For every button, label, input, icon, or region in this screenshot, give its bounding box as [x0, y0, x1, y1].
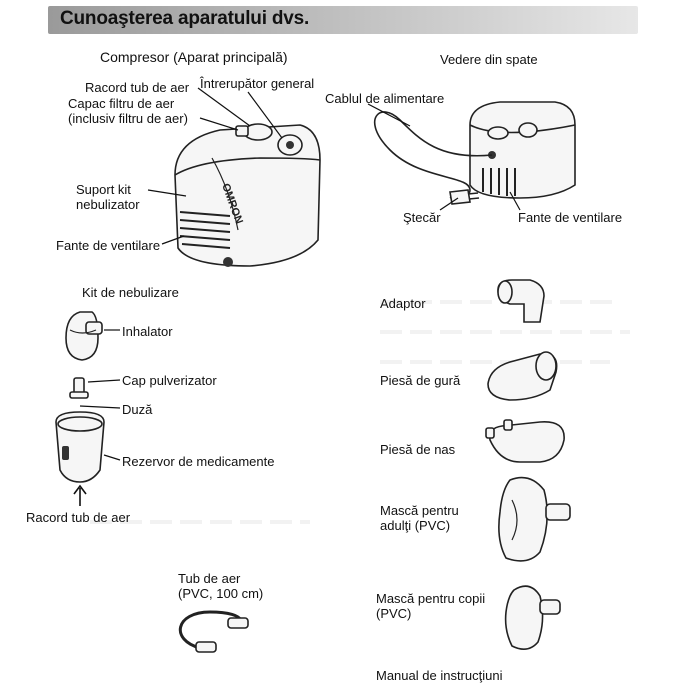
kit-air-tube-connector-label: Racord tub de aer	[26, 510, 131, 525]
leader-line	[509, 191, 521, 211]
nebulizer-kit-holder-label: Suport kit nebulizator	[76, 182, 140, 212]
bleed-through-text	[380, 300, 620, 304]
plug-label: Ştecăr	[403, 210, 441, 225]
compressor-unit-illustration	[174, 123, 321, 267]
rear-air-vents-label: Fante de ventilare	[518, 210, 623, 225]
nose-piece-label: Piesă de nas	[380, 442, 456, 457]
compressor-vent-grille	[179, 211, 231, 249]
title-bar: Cunoaşterea aparatului dvs.	[48, 6, 638, 34]
nozzle-label: Duză	[122, 402, 153, 417]
mouthpiece-label: Piesă de gură	[380, 373, 461, 388]
child-mask-illustration	[504, 585, 561, 650]
leader-line	[197, 87, 251, 127]
air-filter-cover-label: Capac filtru de aer (inclusiv filtru de …	[68, 96, 188, 126]
leader-line	[199, 117, 239, 131]
inhaler-label: Inhalator	[122, 324, 173, 339]
air-tube-label: Tub de aer (PVC, 100 cm)	[178, 571, 264, 601]
adult-mask-illustration	[498, 476, 571, 562]
rear-view-compressor-illustration	[469, 101, 576, 199]
bleed-through-text	[380, 360, 610, 364]
main-switch-label: Întrerupător general	[200, 76, 315, 91]
nebulizer-kit-heading: Kit de nebulizare	[82, 285, 179, 300]
leader-line	[367, 103, 411, 127]
leader-line	[103, 454, 121, 461]
leader-line	[161, 235, 185, 245]
spray-head-illustration	[69, 377, 89, 399]
leader-line	[147, 189, 187, 197]
rear-vent-grille	[482, 168, 516, 196]
arrow-up-icon	[73, 484, 87, 506]
medication-tank-label: Rezervor de medicamente	[122, 454, 275, 469]
leader-line	[87, 379, 121, 383]
spray-head-label: Cap pulverizator	[122, 373, 217, 388]
leader-line	[247, 91, 283, 139]
leader-line	[439, 197, 459, 211]
power-cable-label: Cablul de alimentare	[325, 91, 445, 106]
leader-line	[79, 405, 121, 409]
bleed-through-text	[90, 520, 310, 524]
child-mask-label: Mască pentru copii (PVC)	[376, 591, 486, 621]
inhaler-illustration	[65, 311, 103, 361]
mouthpiece-illustration	[487, 351, 558, 401]
bleed-through-text	[380, 330, 630, 334]
compressor-heading: Compresor (Aparat principală)	[100, 49, 288, 65]
medication-tank-illustration	[55, 411, 105, 483]
rear-view-heading: Vedere din spate	[440, 52, 538, 67]
page-title: Cunoaşterea aparatului dvs.	[60, 8, 310, 29]
air-tube-illustration	[178, 610, 249, 653]
nose-piece-illustration	[485, 419, 565, 463]
air-vents-label: Fante de ventilare	[56, 238, 161, 253]
adult-mask-label: Mască pentru adulţi (PVC)	[380, 503, 459, 533]
manual-label: Manual de instrucţiuni	[376, 668, 503, 683]
adapter-illustration	[497, 279, 545, 323]
air-tube-connector-label: Racord tub de aer	[85, 80, 190, 95]
adapter-label: Adaptor	[380, 296, 426, 311]
